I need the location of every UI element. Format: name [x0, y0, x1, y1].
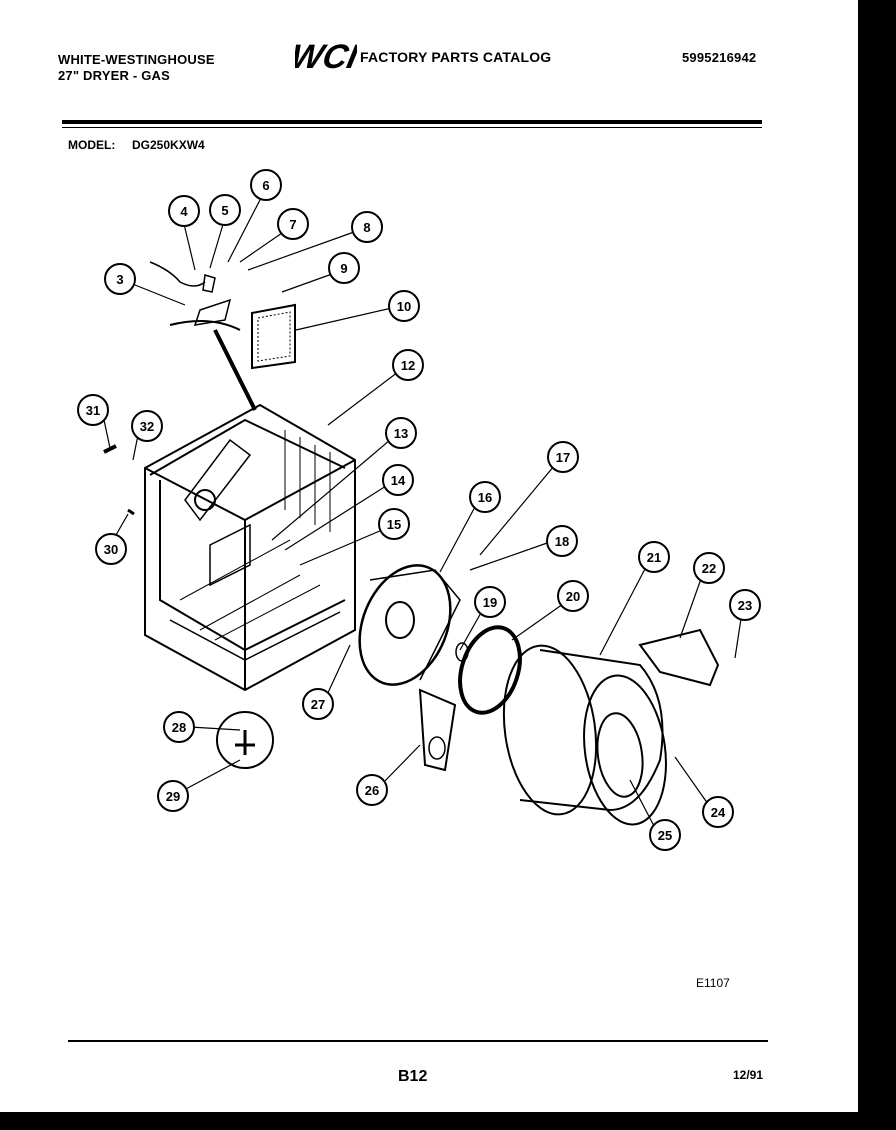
- callout-13: 13: [385, 417, 417, 449]
- callout-28: 28: [163, 711, 195, 743]
- callout-27-label: 27: [311, 697, 325, 712]
- callout-20: 20: [557, 580, 589, 612]
- callout-14: 14: [382, 464, 414, 496]
- callout-5: 5: [209, 194, 241, 226]
- callout-8: 8: [351, 211, 383, 243]
- callout-28-label: 28: [172, 720, 186, 735]
- callout-5-label: 5: [221, 203, 228, 218]
- callout-12: 12: [392, 349, 424, 381]
- callout-9: 9: [328, 252, 360, 284]
- callout-32-label: 32: [140, 419, 154, 434]
- leader-lines: [103, 195, 743, 827]
- callout-25-label: 25: [658, 828, 672, 843]
- product-name: 27" DRYER - GAS: [58, 68, 170, 83]
- callout-23: 23: [729, 589, 761, 621]
- callout-21-label: 21: [647, 550, 661, 565]
- callout-20-label: 20: [566, 589, 580, 604]
- scan-edge-right: [858, 0, 896, 1130]
- callout-7-label: 7: [289, 217, 296, 232]
- callout-4-label: 4: [180, 204, 188, 219]
- callout-6-label: 6: [262, 178, 269, 193]
- callout-17-label: 17: [556, 450, 570, 465]
- callout-26-label: 26: [365, 783, 379, 798]
- header-rule: [62, 120, 762, 124]
- callout-16-label: 16: [478, 490, 492, 505]
- callout-21: 21: [638, 541, 670, 573]
- callout-25: 25: [649, 819, 681, 851]
- callout-12-label: 12: [401, 358, 415, 373]
- callout-27: 27: [302, 688, 334, 720]
- callout-30-label: 30: [104, 542, 118, 557]
- callout-14-label: 14: [391, 473, 406, 488]
- callout-19: 19: [474, 586, 506, 618]
- callout-16: 16: [469, 481, 501, 513]
- revision-date: 12/91: [733, 1068, 764, 1082]
- callout-26: 26: [356, 774, 388, 806]
- callout-15: 15: [378, 508, 410, 540]
- diagram-code: E1107: [696, 976, 730, 990]
- callout-markers: 3 4 5 6 7 8 9 10 12 13 14 15 16 17 18 19…: [77, 169, 761, 851]
- callout-10-label: 10: [397, 299, 411, 314]
- logo-text: WCI: [295, 38, 357, 72]
- cabinet-drawing: [103, 261, 720, 826]
- scan-edge-bottom: [0, 1112, 896, 1130]
- callout-7: 7: [277, 208, 309, 240]
- callout-32: 32: [131, 410, 163, 442]
- callout-3-label: 3: [116, 272, 123, 287]
- callout-6: 6: [250, 169, 282, 201]
- callout-22: 22: [693, 552, 725, 584]
- callout-31-label: 31: [86, 403, 100, 418]
- wci-logo: WCI: [295, 38, 357, 72]
- model-value: DG250KXW4: [132, 138, 205, 152]
- callout-31: 31: [77, 394, 109, 426]
- callout-3: 3: [104, 263, 136, 295]
- callout-19-label: 19: [483, 595, 497, 610]
- callout-9-label: 9: [340, 261, 347, 276]
- catalog-number: 5995216942: [682, 50, 757, 65]
- callout-8-label: 8: [363, 220, 370, 235]
- callout-17: 17: [547, 441, 579, 473]
- callout-29: 29: [157, 780, 189, 812]
- callout-10: 10: [388, 290, 420, 322]
- callout-23-label: 23: [738, 598, 752, 613]
- callout-18-label: 18: [555, 534, 569, 549]
- page-number: B12: [398, 1068, 428, 1085]
- header-rule-thin: [62, 127, 762, 128]
- callout-29-label: 29: [166, 789, 180, 804]
- callout-30: 30: [95, 533, 127, 565]
- callout-24: 24: [702, 796, 734, 828]
- callout-4: 4: [168, 195, 200, 227]
- footer-rule: [68, 1040, 768, 1042]
- brand-name: WHITE-WESTINGHOUSE: [58, 52, 215, 67]
- callout-24-label: 24: [711, 805, 726, 820]
- callout-15-label: 15: [387, 517, 401, 532]
- callout-13-label: 13: [394, 426, 408, 441]
- catalog-title: FACTORY PARTS CATALOG: [360, 49, 552, 65]
- callout-18: 18: [546, 525, 578, 557]
- callout-22-label: 22: [702, 561, 716, 576]
- model-label: MODEL:: [68, 138, 116, 152]
